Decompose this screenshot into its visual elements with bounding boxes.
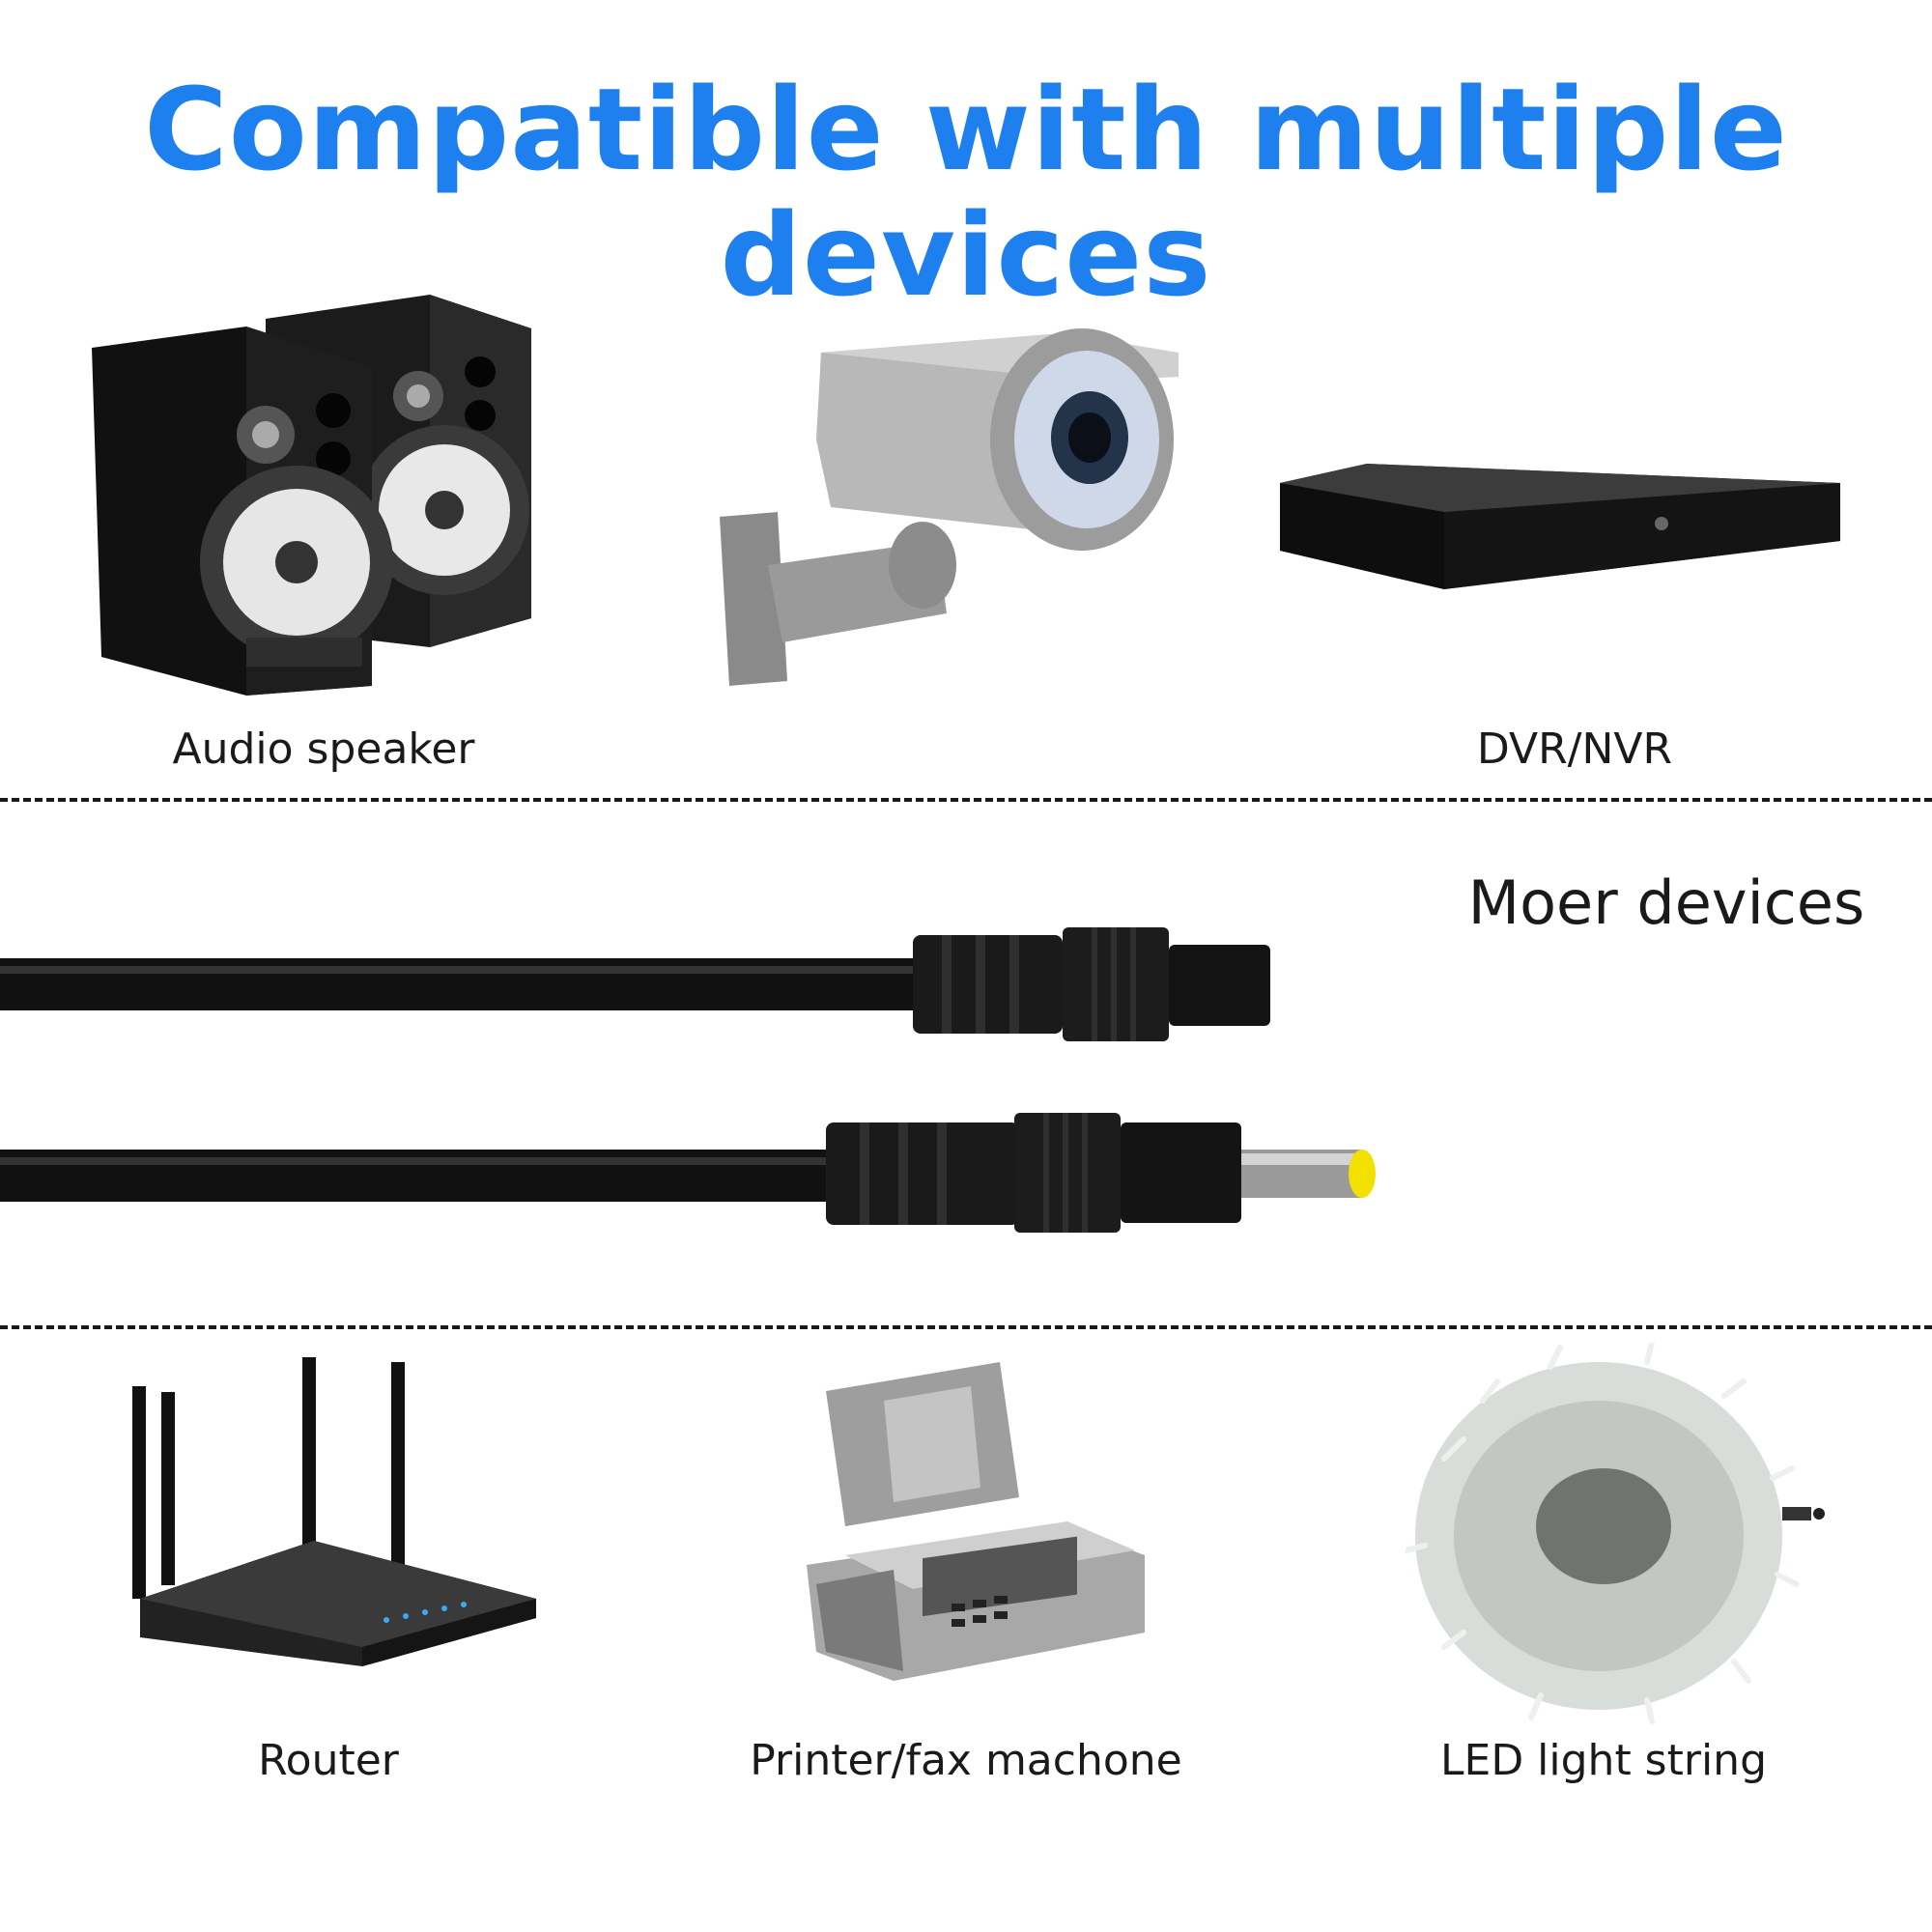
page-title: Compatible with multiple devices bbox=[144, 63, 1788, 322]
fax-machine-icon bbox=[807, 1362, 1145, 1681]
label-printer-fax: Printer/fax machone bbox=[750, 1736, 1182, 1785]
label-led-string: LED light string bbox=[1440, 1736, 1767, 1785]
label-dvr-nvr: DVR/NVR bbox=[1476, 724, 1673, 774]
label-router: Router bbox=[258, 1736, 399, 1785]
divider-bottom bbox=[0, 1325, 1932, 1329]
divider-top bbox=[0, 798, 1932, 802]
dc-male-plug-icon bbox=[0, 1113, 1376, 1233]
label-more-devices: Moer devices bbox=[1467, 867, 1865, 938]
dc-female-plug-icon bbox=[0, 927, 1270, 1041]
label-audio-speaker: Audio speaker bbox=[172, 724, 475, 774]
led-string-icon bbox=[1406, 1343, 1825, 1724]
security-camera-icon bbox=[720, 328, 1179, 686]
dvr-icon bbox=[1280, 464, 1840, 589]
router-icon bbox=[132, 1357, 536, 1666]
speaker-icon bbox=[92, 295, 531, 696]
